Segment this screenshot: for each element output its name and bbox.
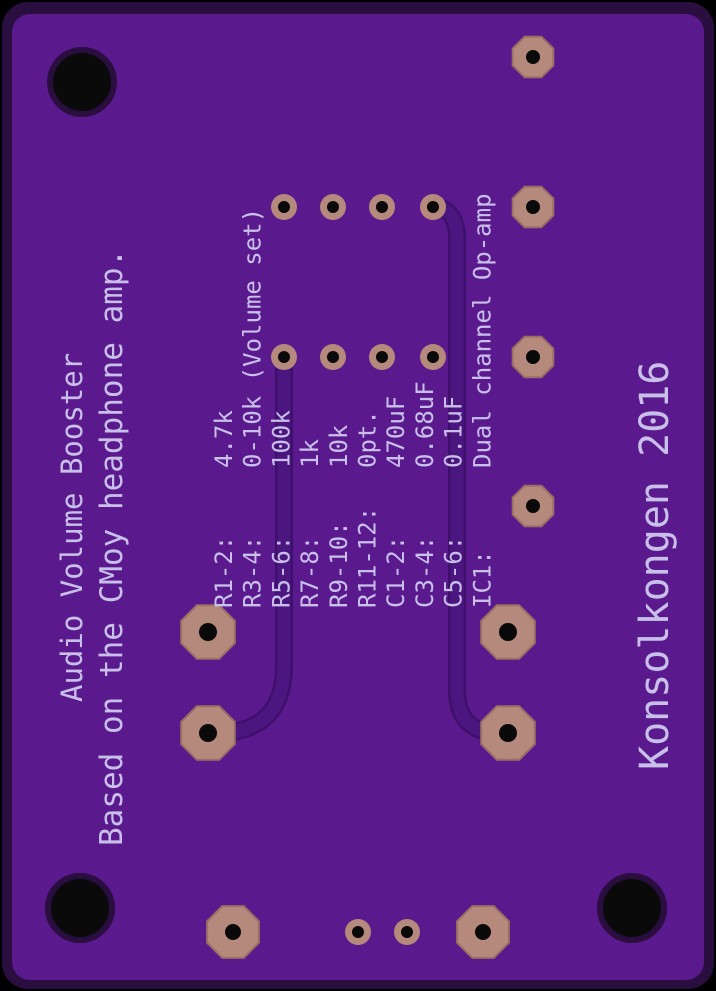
bom-ref: R7-8: [296,536,324,608]
bom-value: 10k [325,424,353,468]
title-line-2: Based on the CMoy headphone amp. [94,249,130,846]
mounting-hole-icon [45,873,115,943]
octagon-pad-icon [511,484,555,528]
pads [180,35,555,959]
mounting-hole-icon [597,873,667,943]
octagon-pad-icon [206,905,260,959]
bom-ref: C5-6: [440,536,468,608]
bom-ref: R11-12: [354,507,382,608]
bom-value: 0-10k (Volume set) [239,208,267,468]
round-pad-icon [420,194,446,220]
round-pad-icon [320,194,346,220]
round-pad-icon [345,919,371,945]
round-pad-icon [369,194,395,220]
round-pad-icon [420,344,446,370]
octagon-pad-icon [480,604,536,660]
octagon-pad-icon [511,35,555,79]
round-pad-icon [271,194,297,220]
octagon-pad-icon [511,335,555,379]
bom-ref: R5-6: [267,536,295,608]
bom-value: 4.7k [210,410,238,468]
octagon-pad-icon [480,705,536,761]
bom-ref: R1-2: [210,536,238,608]
credit-text: Konsolkongen 2016 [632,361,678,770]
octagon-pad-icon [456,905,510,959]
mounting-holes [45,47,667,943]
round-pad-icon [369,344,395,370]
octagon-pad-icon [180,604,236,660]
round-pad-icon [271,344,297,370]
octagon-pad-icon [180,705,236,761]
bom-value: 0.1uF [440,396,468,468]
bom-ref: C1-2: [382,536,410,608]
bom-value: 0pt. [354,410,382,468]
bom-value: 100k [267,410,295,468]
bom-value: 1k [296,439,324,468]
octagon-pad-icon [511,185,555,229]
bom-ref: R3-4: [239,536,267,608]
round-pad-icon [320,344,346,370]
mounting-hole-icon [47,47,117,117]
bom-ref: IC1: [468,550,496,608]
bom-value: 470uF [382,396,410,468]
bom-ref: R9-10: [325,521,353,608]
bom-value: 0.68uF [411,381,439,468]
bom-value: Dual channel Op-amp [468,193,496,468]
round-pad-icon [394,919,420,945]
bom-ref: C3-4: [411,536,439,608]
title-line-1: Audio Volume Booster [55,353,89,702]
